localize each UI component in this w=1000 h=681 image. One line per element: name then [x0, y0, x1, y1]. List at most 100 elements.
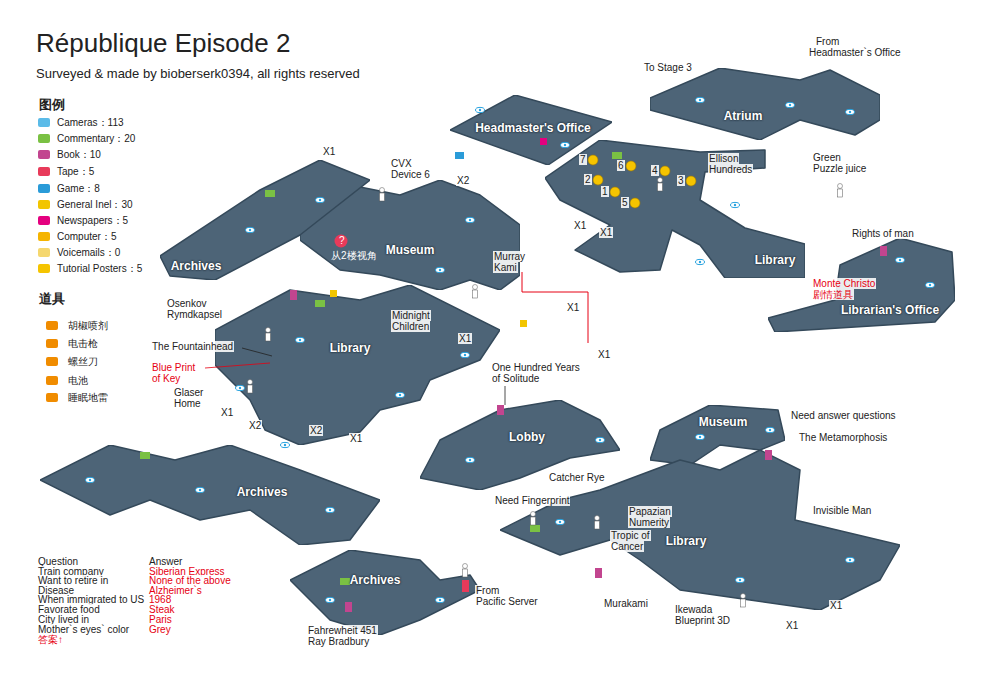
- camera-icon: [326, 597, 335, 602]
- map-annotation: X1: [458, 333, 472, 344]
- camera-lens: [599, 439, 601, 441]
- camera-lens: [439, 599, 441, 601]
- legend-text: 睡眠地雷: [68, 392, 108, 403]
- camera-lens: [479, 109, 481, 111]
- map-annotation: Headmaster`s Office: [808, 47, 902, 58]
- floor-polygon: [545, 140, 805, 278]
- book-icon: [880, 246, 887, 256]
- room-name: Librarian's Office: [841, 303, 939, 317]
- camera-icon: [556, 519, 565, 524]
- legend-text: Commentary：20: [57, 133, 135, 144]
- map-annotation: Cancer: [610, 541, 644, 552]
- legend-heading: 图例: [38, 97, 66, 112]
- legend-swatch: [38, 200, 50, 209]
- person-icon: [380, 188, 385, 202]
- table-cell: 答案↑: [37, 634, 64, 645]
- floor-shape: [40, 445, 380, 545]
- floor-area: Atrium: [650, 68, 880, 140]
- map-annotation: Numerity: [628, 517, 670, 528]
- camera-lens: [699, 261, 701, 263]
- camera-icon: [696, 97, 705, 102]
- person-icon: [266, 328, 271, 342]
- floor-shape: [290, 550, 480, 635]
- book-icon: [765, 450, 772, 460]
- room-name: Museum: [386, 243, 435, 257]
- map-annotation: One Hundred Years: [491, 362, 581, 373]
- camera-lens: [199, 489, 201, 491]
- legend-text: Cameras：113: [57, 117, 124, 128]
- floor-polygon: [650, 68, 880, 140]
- legend-text: 电击枪: [68, 338, 98, 349]
- camera-lens: [699, 436, 701, 438]
- camera-lens: [319, 199, 321, 201]
- floor-shape: [650, 68, 880, 140]
- map-annotation: Pacific Server: [475, 596, 539, 607]
- camera-lens: [734, 204, 736, 206]
- map-annotation: Need answer questions: [790, 410, 897, 421]
- map-annotation: X1: [573, 220, 587, 231]
- person-icon: [473, 285, 478, 299]
- room-name: Library: [755, 253, 796, 267]
- camera-lens: [849, 559, 851, 561]
- map-annotation: 1: [601, 186, 609, 197]
- poster-icon: [630, 198, 640, 208]
- map-annotation: X2: [309, 425, 323, 436]
- map-annotation: of Solitude: [491, 373, 540, 384]
- room-name: Library: [330, 341, 371, 355]
- camera-icon: [326, 507, 335, 512]
- camera-icon: [196, 487, 205, 492]
- map-annotation: Children: [391, 321, 430, 332]
- legend-text: 胡椒喷剂: [68, 320, 108, 331]
- map-annotation: From: [815, 36, 840, 47]
- question-icon: [335, 235, 348, 248]
- map-annotation: Monte Christo: [812, 278, 876, 289]
- map-annotation: X2: [456, 175, 470, 186]
- legend-swatch: [38, 118, 50, 127]
- book-icon: [497, 405, 504, 415]
- legend-text: Tutorial Posters：5: [57, 263, 142, 274]
- camera-icon: [736, 577, 745, 582]
- legend-text: 螺丝刀: [68, 356, 98, 367]
- legend-swatch: [38, 184, 50, 193]
- floor-area: Archives: [40, 445, 380, 545]
- legend-text: Game：8: [57, 183, 100, 194]
- camera-lens: [769, 429, 771, 431]
- camera-icon: [281, 442, 290, 447]
- legend-swatch: [38, 216, 50, 225]
- person-icon: [463, 564, 468, 578]
- room-name: Atrium: [724, 109, 763, 123]
- legend-text: Newspapers：5: [57, 215, 128, 226]
- legend-text: Computer：5: [57, 231, 116, 242]
- legend-swatch: [46, 339, 58, 348]
- map-annotation: Home: [173, 398, 202, 409]
- map-annotation: Green: [812, 152, 842, 163]
- camera-icon: [86, 477, 95, 482]
- map-annotation: Kami: [493, 262, 518, 273]
- book-icon: [345, 602, 352, 612]
- intel-icon: [520, 320, 527, 327]
- camera-lens: [564, 144, 566, 146]
- room-name: Museum: [699, 415, 748, 429]
- map-title: République Episode 2: [36, 28, 290, 59]
- door-icon: [462, 580, 469, 592]
- map-annotation: Fahrewheit 451: [307, 625, 378, 636]
- camera-lens: [284, 444, 286, 446]
- camera-icon: [436, 267, 445, 272]
- commentary-icon: [315, 300, 325, 307]
- camera-icon: [896, 257, 905, 262]
- floor-polygon: [500, 450, 900, 610]
- map-annotation: 从2楼视角: [330, 250, 378, 261]
- poster-icon: [686, 176, 696, 186]
- camera-lens: [469, 459, 471, 461]
- book-icon: [595, 568, 602, 578]
- map-annotation: X1: [220, 407, 234, 418]
- person-icon: [248, 380, 253, 394]
- poster-icon: [660, 166, 670, 176]
- poster-icon: [588, 155, 598, 165]
- camera-lens: [329, 509, 331, 511]
- legend-text: Tape：5: [57, 166, 94, 177]
- person-icon: [658, 178, 663, 192]
- legend-swatch: [46, 321, 58, 330]
- floor-area: Archives: [290, 550, 480, 635]
- map-annotation: Murray: [493, 251, 526, 262]
